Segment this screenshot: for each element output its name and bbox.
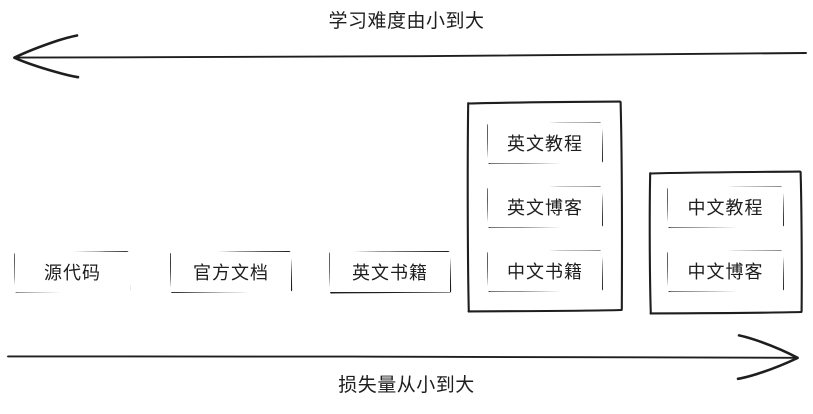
- node-label: 官方文档: [193, 263, 269, 284]
- arrow-right-icon: [7, 334, 799, 381]
- node-label: 中文书籍: [507, 262, 583, 283]
- node-english-blog[interactable]: 英文博客: [488, 187, 602, 227]
- node-label: 英文书籍: [352, 263, 428, 284]
- node-chinese-blog[interactable]: 中文博客: [668, 251, 783, 291]
- node-source-code[interactable]: 源代码: [15, 252, 130, 292]
- node-english-tutorial[interactable]: 英文教程: [488, 123, 602, 163]
- node-chinese-books[interactable]: 中文书籍: [488, 251, 602, 291]
- node-label: 源代码: [44, 263, 101, 284]
- node-label: 英文教程: [507, 134, 583, 155]
- top-axis-label: 学习难度由小到大: [328, 10, 485, 32]
- node-english-books[interactable]: 英文书籍: [330, 252, 450, 292]
- node-label: 中文博客: [687, 262, 764, 283]
- node-label: 中文教程: [687, 198, 764, 219]
- node-official-docs[interactable]: 官方文档: [171, 252, 291, 292]
- node-chinese-tutorial[interactable]: 中文教程: [668, 187, 783, 227]
- node-label: 英文博客: [507, 198, 583, 219]
- bottom-axis-label: 损失量从小到大: [338, 374, 475, 396]
- arrow-left-icon: [13, 34, 807, 79]
